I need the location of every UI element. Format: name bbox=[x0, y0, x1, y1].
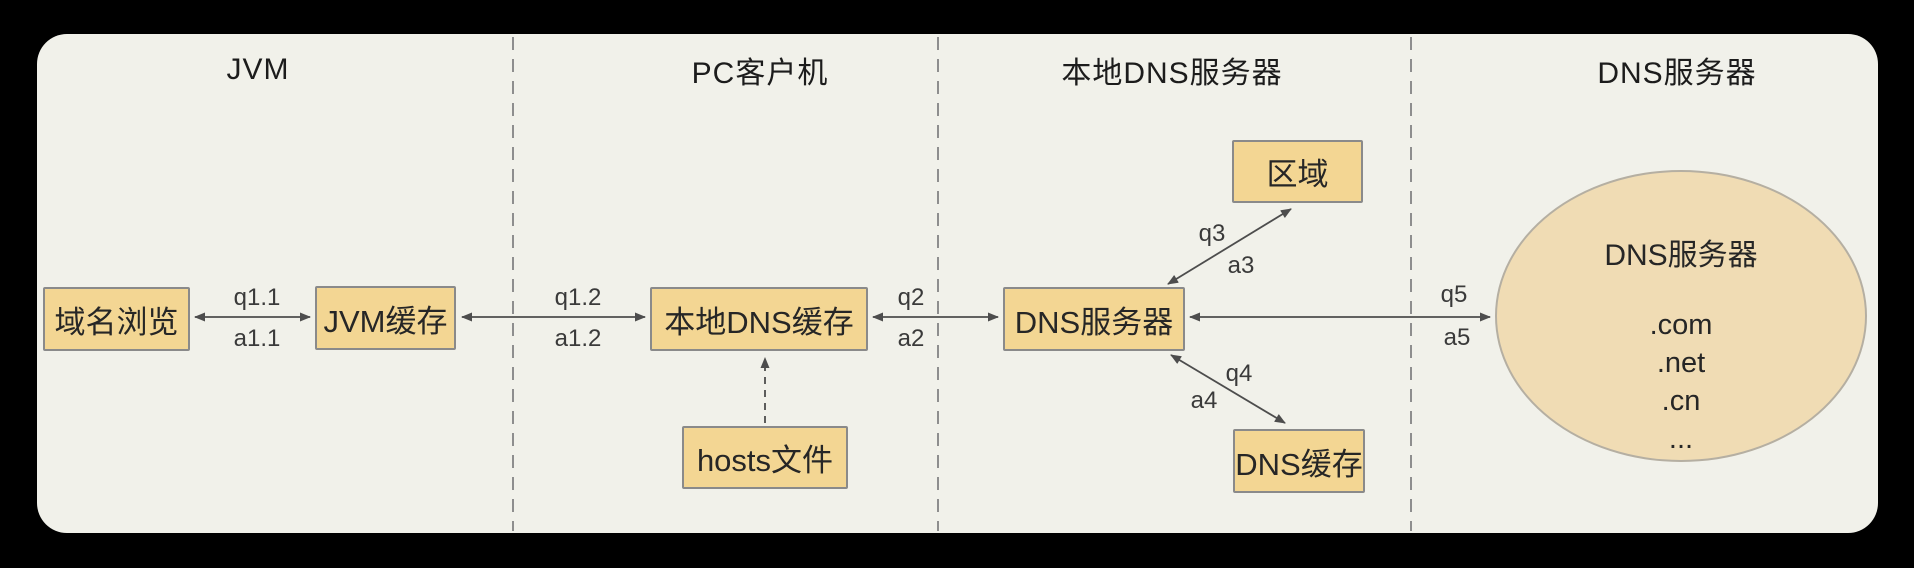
root-dns-servers-title: DNS服务器 bbox=[1604, 239, 1758, 272]
edge-label-q4: q4 bbox=[1225, 360, 1253, 387]
lane-header-jvm: JVM bbox=[226, 53, 290, 86]
node-hosts-file: hosts文件 bbox=[682, 426, 848, 489]
lane-header-dns-server: DNS服务器 bbox=[1597, 57, 1757, 90]
edge-label-a3: a3 bbox=[1227, 252, 1255, 279]
arrow-dnsserver-dnscache bbox=[1170, 354, 1286, 424]
tld-ellipsis: ... bbox=[1668, 423, 1694, 455]
edge-label-a2: a2 bbox=[897, 325, 925, 352]
edge-label-q5: q5 bbox=[1440, 281, 1468, 308]
edge-label-q1-2: q1.2 bbox=[554, 284, 602, 311]
arrow-dnsserver-zone bbox=[1167, 208, 1292, 285]
root-dns-servers-ellipse: DNS服务器 .com .net .cn ... bbox=[1495, 170, 1867, 462]
tld-net: .net bbox=[1656, 347, 1706, 379]
edge-label-a1-2: a1.2 bbox=[554, 325, 602, 352]
lane-header-local-dns-server: 本地DNS服务器 bbox=[1061, 57, 1283, 90]
node-local-dns-cache: 本地DNS缓存 bbox=[650, 287, 868, 351]
node-dns-server: DNS服务器 bbox=[1003, 287, 1185, 351]
edge-label-a1-1: a1.1 bbox=[233, 325, 281, 352]
node-dns-cache: DNS缓存 bbox=[1233, 429, 1365, 493]
edge-label-q1-1: q1.1 bbox=[233, 284, 281, 311]
node-zone: 区域 bbox=[1232, 140, 1363, 203]
tld-cn: .cn bbox=[1661, 385, 1701, 417]
tld-com: .com bbox=[1649, 309, 1713, 341]
node-jvm-cache: JVM缓存 bbox=[315, 286, 456, 350]
edge-label-q2: q2 bbox=[897, 284, 925, 311]
node-domain-browse: 域名浏览 bbox=[43, 287, 190, 351]
edge-label-q3: q3 bbox=[1198, 220, 1226, 247]
edge-label-a5: a5 bbox=[1443, 324, 1471, 351]
lane-header-pc-client: PC客户机 bbox=[691, 57, 829, 90]
edge-label-a4: a4 bbox=[1190, 387, 1218, 414]
